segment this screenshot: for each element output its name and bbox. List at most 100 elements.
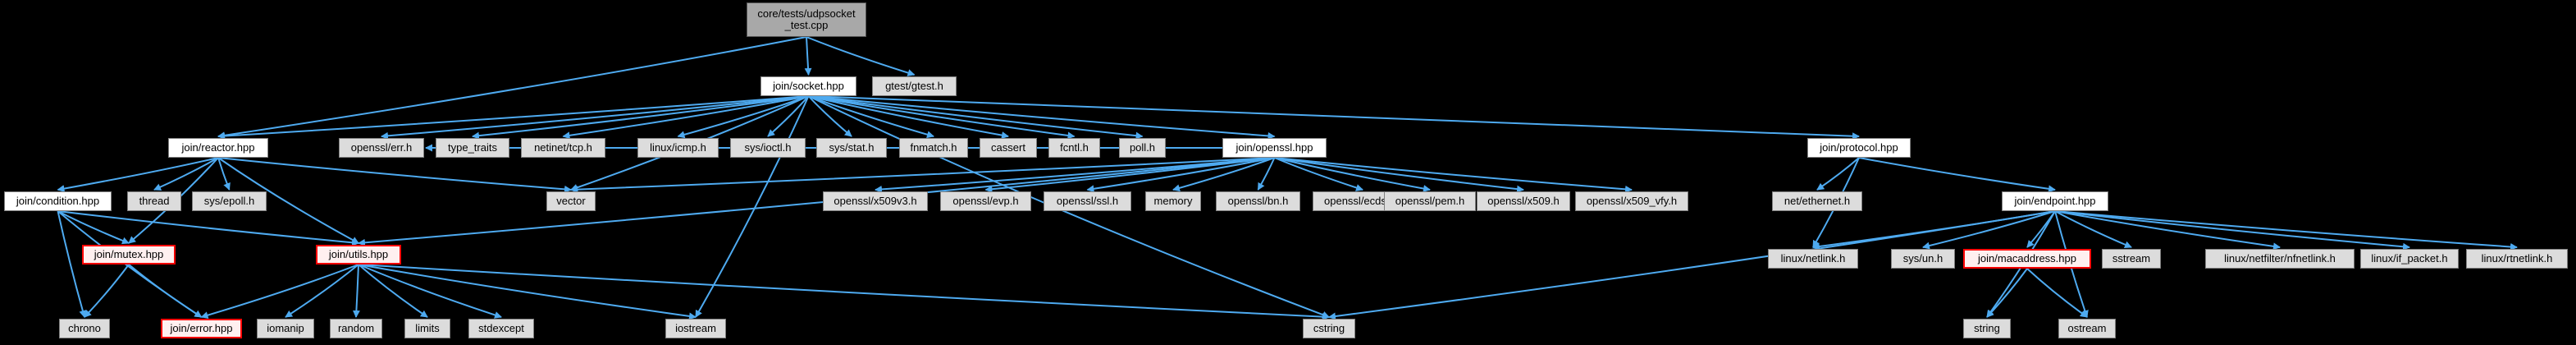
- graph-node-openssl[interactable]: join/openssl.hpp: [1222, 138, 1327, 158]
- graph-node-random[interactable]: random: [330, 319, 382, 338]
- graph-node-rtnetlink[interactable]: linux/rtnetlink.h: [2466, 249, 2568, 269]
- graph-node-label: join/reactor.hpp: [181, 141, 255, 154]
- graph-node-label: join/openssl.hpp: [1235, 141, 1313, 154]
- graph-node-netinettcp[interactable]: netinet/tcp.h: [521, 138, 605, 158]
- graph-node-label: random: [337, 322, 375, 335]
- graph-node-netethernet[interactable]: net/ethernet.h: [1772, 191, 1862, 211]
- graph-node-ssl[interactable]: openssl/ssl.h: [1044, 191, 1131, 211]
- graph-node-reactor[interactable]: join/reactor.hpp: [168, 138, 268, 158]
- graph-node-macaddress[interactable]: join/macaddress.hpp: [1963, 249, 2091, 269]
- graph-node-label: gtest/gtest.h: [885, 80, 943, 93]
- graph-edge-utils-to-random: [352, 264, 360, 318]
- graph-node-error[interactable]: join/error.hpp: [161, 319, 242, 338]
- graph-node-label: join/endpoint.hpp: [2014, 195, 2096, 208]
- graph-node-sysepoll[interactable]: sys/epoll.h: [192, 191, 267, 211]
- graph-node-string[interactable]: string: [1963, 319, 2011, 338]
- graph-node-label: openssl/x509_vfy.h: [1586, 195, 1678, 208]
- graph-edge-socket-to-linuxicmp: [677, 95, 809, 139]
- graph-node-label: linux/icmp.h: [650, 141, 706, 154]
- graph-node-bn[interactable]: openssl/bn.h: [1216, 191, 1300, 211]
- graph-node-label: poll.h: [1129, 141, 1156, 154]
- graph-node-opensslerr[interactable]: openssl/err.h: [339, 138, 424, 158]
- graph-node-label: limits: [415, 322, 440, 335]
- graph-node-x509vfy[interactable]: openssl/x509_vfy.h: [1575, 191, 1688, 211]
- graph-edge-utils-to-cstring: [358, 264, 1330, 321]
- graph-node-label: chrono: [68, 322, 101, 335]
- graph-edge-root-to-socket: [804, 36, 812, 76]
- graph-node-sysun[interactable]: sys/un.h: [1891, 249, 1955, 269]
- graph-node-sysioctl[interactable]: sys/ioctl.h: [730, 138, 806, 158]
- graph-node-pem[interactable]: openssl/pem.h: [1384, 191, 1476, 211]
- graph-edge-openssl-to-ecdsa: [1274, 157, 1363, 191]
- graph-edge-socket-to-iostream: [695, 95, 810, 318]
- graph-node-root[interactable]: core/tests/udpsocket _test.cpp: [747, 2, 866, 37]
- graph-node-label: linux/rtnetlink.h: [2481, 252, 2553, 265]
- graph-node-label: net/ethernet.h: [1784, 195, 1851, 208]
- graph-node-linuxicmp[interactable]: linux/icmp.h: [637, 138, 719, 158]
- graph-node-limits[interactable]: limits: [404, 319, 450, 338]
- graph-node-ifpacket[interactable]: linux/if_packet.h: [2360, 249, 2459, 269]
- graph-edge-utils-to-iomanip: [285, 264, 359, 318]
- graph-node-label: join/protocol.hpp: [1820, 141, 1898, 154]
- graph-edge-openssl-to-x509: [1274, 157, 1524, 193]
- graph-node-label: core/tests/udpsocket _test.cpp: [757, 7, 856, 31]
- graph-node-label: openssl/ecdsa.h: [1324, 195, 1401, 208]
- graph-node-label: openssl/x509v3.h: [834, 195, 917, 208]
- graph-node-label: sys/stat.h: [829, 141, 875, 154]
- graph-node-evp[interactable]: openssl/evp.h: [940, 191, 1031, 211]
- graph-edge-endpoint-to-sysun: [1922, 210, 2056, 250]
- graph-node-label: string: [1974, 322, 2000, 335]
- graph-edge-socket-to-sysioctl: [767, 95, 810, 137]
- graph-node-nfnetlink[interactable]: linux/netfilter/nfnetlink.h: [2205, 249, 2354, 269]
- graph-node-cassert[interactable]: cassert: [980, 138, 1037, 158]
- graph-edge-macaddress-to-ostream: [2026, 268, 2088, 318]
- graph-node-label: vector: [556, 195, 586, 208]
- graph-node-label: iomanip: [267, 322, 304, 335]
- graph-edge-socket-to-fcntl: [808, 95, 1076, 140]
- graph-node-endpoint[interactable]: join/endpoint.hpp: [2002, 191, 2108, 211]
- graph-node-label: openssl/ssl.h: [1056, 195, 1119, 208]
- graph-node-vector[interactable]: vector: [546, 191, 596, 211]
- graph-node-label: join/mutex.hpp: [94, 248, 164, 261]
- graph-node-label: openssl/bn.h: [1227, 195, 1289, 208]
- graph-node-chrono[interactable]: chrono: [59, 319, 110, 338]
- graph-node-typetraits[interactable]: type_traits: [436, 138, 509, 158]
- graph-node-iomanip[interactable]: iomanip: [257, 319, 314, 338]
- graph-node-protocol[interactable]: join/protocol.hpp: [1807, 138, 1911, 158]
- graph-node-stdexcept[interactable]: stdexcept: [468, 319, 534, 338]
- graph-edge-utils-to-stdexcept: [358, 264, 502, 319]
- graph-edge-condition-to-mutex: [57, 210, 130, 245]
- graph-node-utils[interactable]: join/utils.hpp: [316, 245, 401, 264]
- graph-node-x509[interactable]: openssl/x509.h: [1477, 191, 1570, 211]
- graph-node-thread[interactable]: thread: [127, 191, 181, 211]
- graph-node-label: openssl/pem.h: [1395, 195, 1465, 208]
- graph-node-condition[interactable]: join/condition.hpp: [4, 191, 112, 211]
- graph-edge-protocol-to-netethernet: [1816, 157, 1860, 191]
- graph-node-iostream[interactable]: iostream: [665, 319, 726, 338]
- graph-edge-protocol-to-endpoint: [1858, 157, 2056, 193]
- graph-node-cstring[interactable]: cstring: [1303, 319, 1355, 338]
- graph-edge-endpoint-to-nfnetlink: [2054, 210, 2281, 251]
- graph-node-label: linux/netlink.h: [1780, 252, 1846, 265]
- graph-edge-reactor-to-condition: [57, 157, 219, 193]
- graph-node-sysstat[interactable]: sys/stat.h: [816, 138, 887, 158]
- graph-node-gtest[interactable]: gtest/gtest.h: [872, 76, 957, 96]
- graph-node-fcntl[interactable]: fcntl.h: [1048, 138, 1100, 158]
- graph-node-mutex[interactable]: join/mutex.hpp: [82, 245, 176, 264]
- graph-edge-openssl-to-ssl: [1086, 157, 1275, 193]
- graph-node-ostream[interactable]: ostream: [2058, 319, 2116, 338]
- graph-edge-reactor-to-sysepoll: [217, 157, 231, 191]
- graph-node-label: cstring: [1313, 322, 1345, 335]
- graph-node-label: linux/netfilter/nfnetlink.h: [2224, 252, 2336, 265]
- graph-node-sstream[interactable]: sstream: [2102, 249, 2161, 269]
- graph-node-socket[interactable]: join/socket.hpp: [760, 76, 856, 96]
- graph-node-fnmatch[interactable]: fnmatch.h: [899, 138, 968, 158]
- graph-node-x509v3[interactable]: openssl/x509v3.h: [823, 191, 928, 211]
- graph-node-netlink[interactable]: linux/netlink.h: [1768, 249, 1858, 269]
- graph-node-label: cassert: [991, 141, 1025, 154]
- graph-node-memory[interactable]: memory: [1145, 191, 1201, 211]
- graph-node-label: netinet/tcp.h: [534, 141, 592, 154]
- graph-node-label: sys/epoll.h: [203, 195, 255, 208]
- graph-node-pollh[interactable]: poll.h: [1119, 138, 1166, 158]
- graph-node-label: openssl/evp.h: [952, 195, 1019, 208]
